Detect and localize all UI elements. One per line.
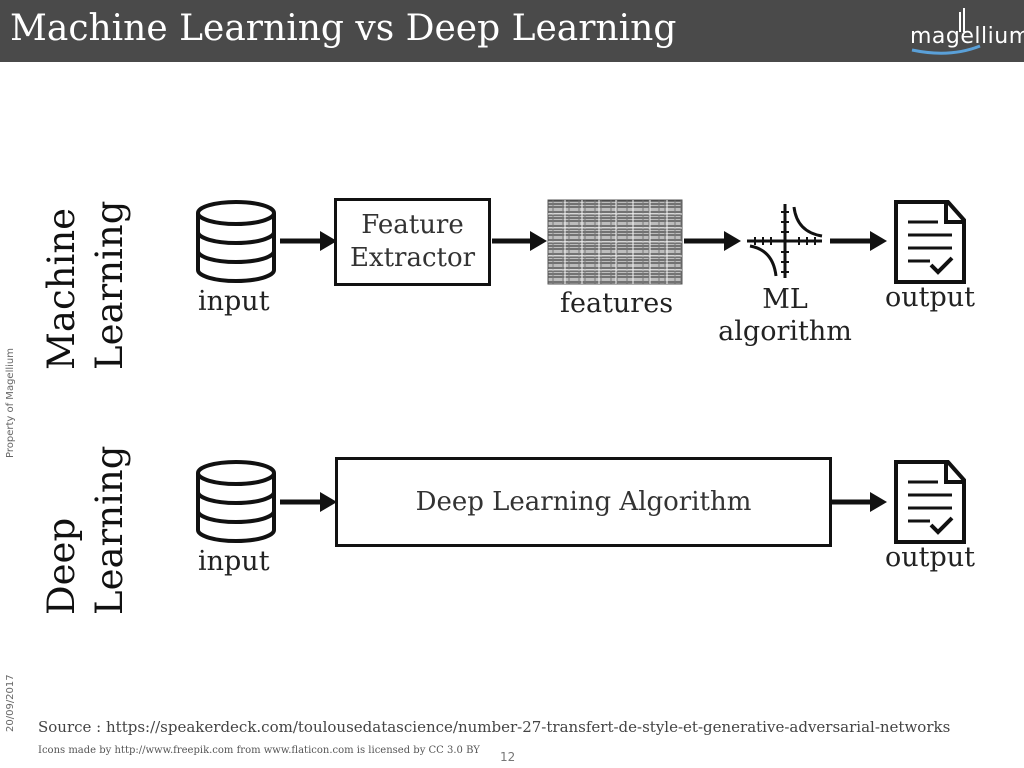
dl-arrow-1 bbox=[280, 492, 337, 512]
feature-extractor-line1: Feature bbox=[361, 210, 464, 240]
magellium-logo: magellium bbox=[910, 6, 1024, 56]
features-label: features bbox=[560, 288, 674, 319]
dl-database-icon bbox=[196, 460, 276, 543]
ml-output-label: output bbox=[885, 282, 976, 313]
ml-input-label: input bbox=[198, 286, 270, 317]
ml-arrow-2 bbox=[492, 231, 547, 251]
dl-output-label: output bbox=[885, 542, 976, 573]
source-citation: Source : https://speakerdeck.com/toulous… bbox=[38, 718, 951, 736]
page-number: 12 bbox=[500, 750, 516, 764]
slide-header: Machine Learning vs Deep Learning magell… bbox=[0, 0, 1024, 62]
dl-input-label: input bbox=[198, 546, 270, 577]
ml-algorithm-label-line2: algorithm bbox=[718, 316, 852, 347]
logo-swoosh-icon bbox=[911, 8, 981, 55]
logo-text: magellium bbox=[910, 24, 1024, 49]
ml-database-icon bbox=[196, 200, 276, 283]
dl-output-document-icon bbox=[894, 460, 966, 544]
feature-extractor-line2: Extractor bbox=[349, 243, 476, 273]
deep-learning-algorithm-label: Deep Learning Algorithm bbox=[415, 487, 752, 517]
ml-algorithm-label-line1: ML bbox=[762, 284, 808, 315]
ml-algorithm-icon bbox=[747, 204, 823, 278]
slide-title: Machine Learning vs Deep Learning bbox=[10, 8, 677, 49]
ml-arrow-3 bbox=[684, 231, 741, 251]
icon-credits: Icons made by http://www.freepik.com fro… bbox=[38, 745, 480, 756]
ml-output-document-icon bbox=[894, 200, 966, 284]
ml-arrow-1 bbox=[280, 231, 337, 251]
dl-arrow-2 bbox=[832, 492, 887, 512]
ml-algorithm-label: ML algorithm bbox=[716, 284, 854, 348]
features-image bbox=[547, 199, 683, 285]
ml-arrow-4 bbox=[830, 231, 887, 251]
feature-extractor-box: Feature Extractor bbox=[334, 198, 491, 286]
deep-learning-algorithm-box: Deep Learning Algorithm bbox=[335, 457, 832, 547]
